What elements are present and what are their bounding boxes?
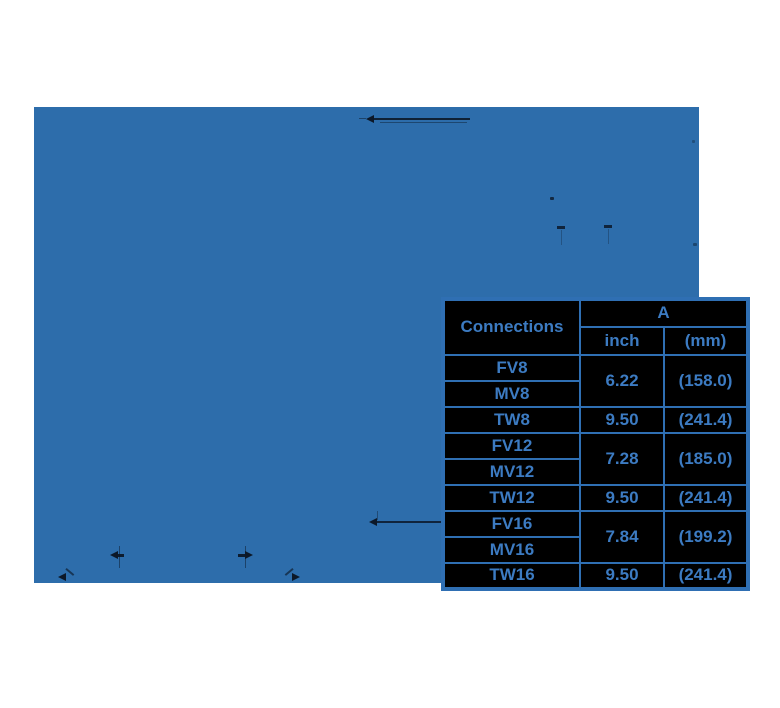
table-row: MV16 xyxy=(442,536,748,564)
table-row: TW8 9.50 (241.4) xyxy=(442,406,749,434)
cell-connection: FV8 xyxy=(442,354,581,382)
line-fragment-dot xyxy=(693,243,697,246)
dimensions-table: Connections A inch (mm) FV8 6.22 (158.0)… xyxy=(441,297,750,591)
dimension-line-top xyxy=(373,118,470,120)
cell-connection: FV12 xyxy=(442,432,581,460)
table-row: MV8 xyxy=(442,380,748,408)
arrow-left-icon xyxy=(369,518,377,526)
arrow-right-icon xyxy=(245,551,253,559)
extension-line xyxy=(119,546,120,568)
cell-mm: (158.0) xyxy=(663,354,749,408)
arrow-left-icon xyxy=(110,551,118,559)
arrow-shaft xyxy=(238,554,245,557)
extension-line xyxy=(608,229,609,244)
table-row: FV8 6.22 (158.0) xyxy=(442,354,749,408)
cell-connection: TW12 xyxy=(442,484,581,512)
cell-mm: (241.4) xyxy=(663,406,749,434)
table-row: TW12 9.50 (241.4) xyxy=(442,484,749,512)
cell-connection: MV16 xyxy=(442,536,581,564)
cell-inch: 6.22 xyxy=(579,354,665,408)
arrow-right-icon xyxy=(292,573,300,581)
table-row: FV12 7.28 (185.0) xyxy=(442,432,749,486)
cell-connection: TW8 xyxy=(442,406,581,434)
cell-connection: MV8 xyxy=(442,380,581,408)
header-a: A xyxy=(579,298,749,328)
cell-inch: 7.28 xyxy=(579,432,665,486)
cell-connection: MV12 xyxy=(442,458,581,486)
extension-line xyxy=(561,230,562,245)
cell-inch: 9.50 xyxy=(579,562,665,590)
extension-line xyxy=(377,511,378,520)
header-connections: Connections xyxy=(442,298,581,356)
line-fragment-dot xyxy=(550,197,554,200)
dimension-line-middle xyxy=(377,521,443,523)
cell-connection: TW16 xyxy=(442,562,581,590)
dimension-tick xyxy=(557,226,565,229)
cell-inch: 7.84 xyxy=(579,510,665,564)
header-inch: inch xyxy=(579,326,665,356)
line-fragment-dot xyxy=(692,140,695,143)
dimension-tick-top xyxy=(359,118,366,119)
arrow-left-icon xyxy=(366,115,374,123)
arrow-left-icon xyxy=(58,573,66,581)
cell-mm: (199.2) xyxy=(663,510,749,564)
cell-connection: FV16 xyxy=(442,510,581,538)
cell-inch: 9.50 xyxy=(579,484,665,512)
arrow-shaft xyxy=(117,554,124,557)
cell-mm: (241.4) xyxy=(663,562,749,590)
dimension-line-top-shadow xyxy=(380,122,467,123)
cell-inch: 9.50 xyxy=(579,406,665,434)
table-row: FV16 7.84 (199.2) xyxy=(442,510,749,564)
table-row: MV12 xyxy=(442,458,748,486)
cell-mm: (241.4) xyxy=(663,484,749,512)
dimension-tick xyxy=(604,225,612,228)
cell-mm: (185.0) xyxy=(663,432,749,486)
table-row: TW16 9.50 (241.4) xyxy=(442,562,749,590)
header-mm: (mm) xyxy=(663,326,749,356)
